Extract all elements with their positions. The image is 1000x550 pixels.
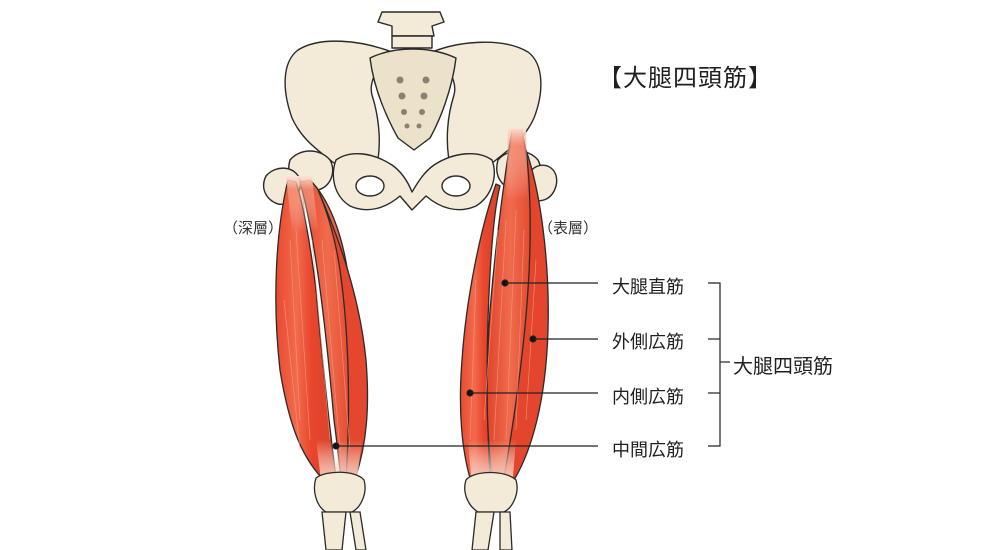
left-knee-and-leg <box>313 471 367 550</box>
muscle-group-label: 大腿四頭筋 <box>733 354 833 378</box>
left-thigh-deep <box>275 176 369 491</box>
sacral-foramina <box>396 76 430 129</box>
right-knee-and-leg <box>464 471 518 550</box>
deep-layer-label: （深層） <box>223 219 284 237</box>
vastus-intermedius-label: 中間広筋 <box>612 440 684 461</box>
surface-layer-label: （表層） <box>538 219 599 237</box>
diagram-title: 【大腿四頭筋】 <box>598 64 773 92</box>
sacrum <box>369 48 457 151</box>
leader-lines <box>332 279 598 450</box>
vastus-medialis-label: 内側広筋 <box>612 387 684 408</box>
lumbar-vertebra <box>377 11 445 37</box>
vastus-lateralis-label: 外側広筋 <box>612 332 684 353</box>
group-bracket <box>708 282 730 447</box>
rectus-femoris-label: 大腿直筋 <box>612 277 684 298</box>
